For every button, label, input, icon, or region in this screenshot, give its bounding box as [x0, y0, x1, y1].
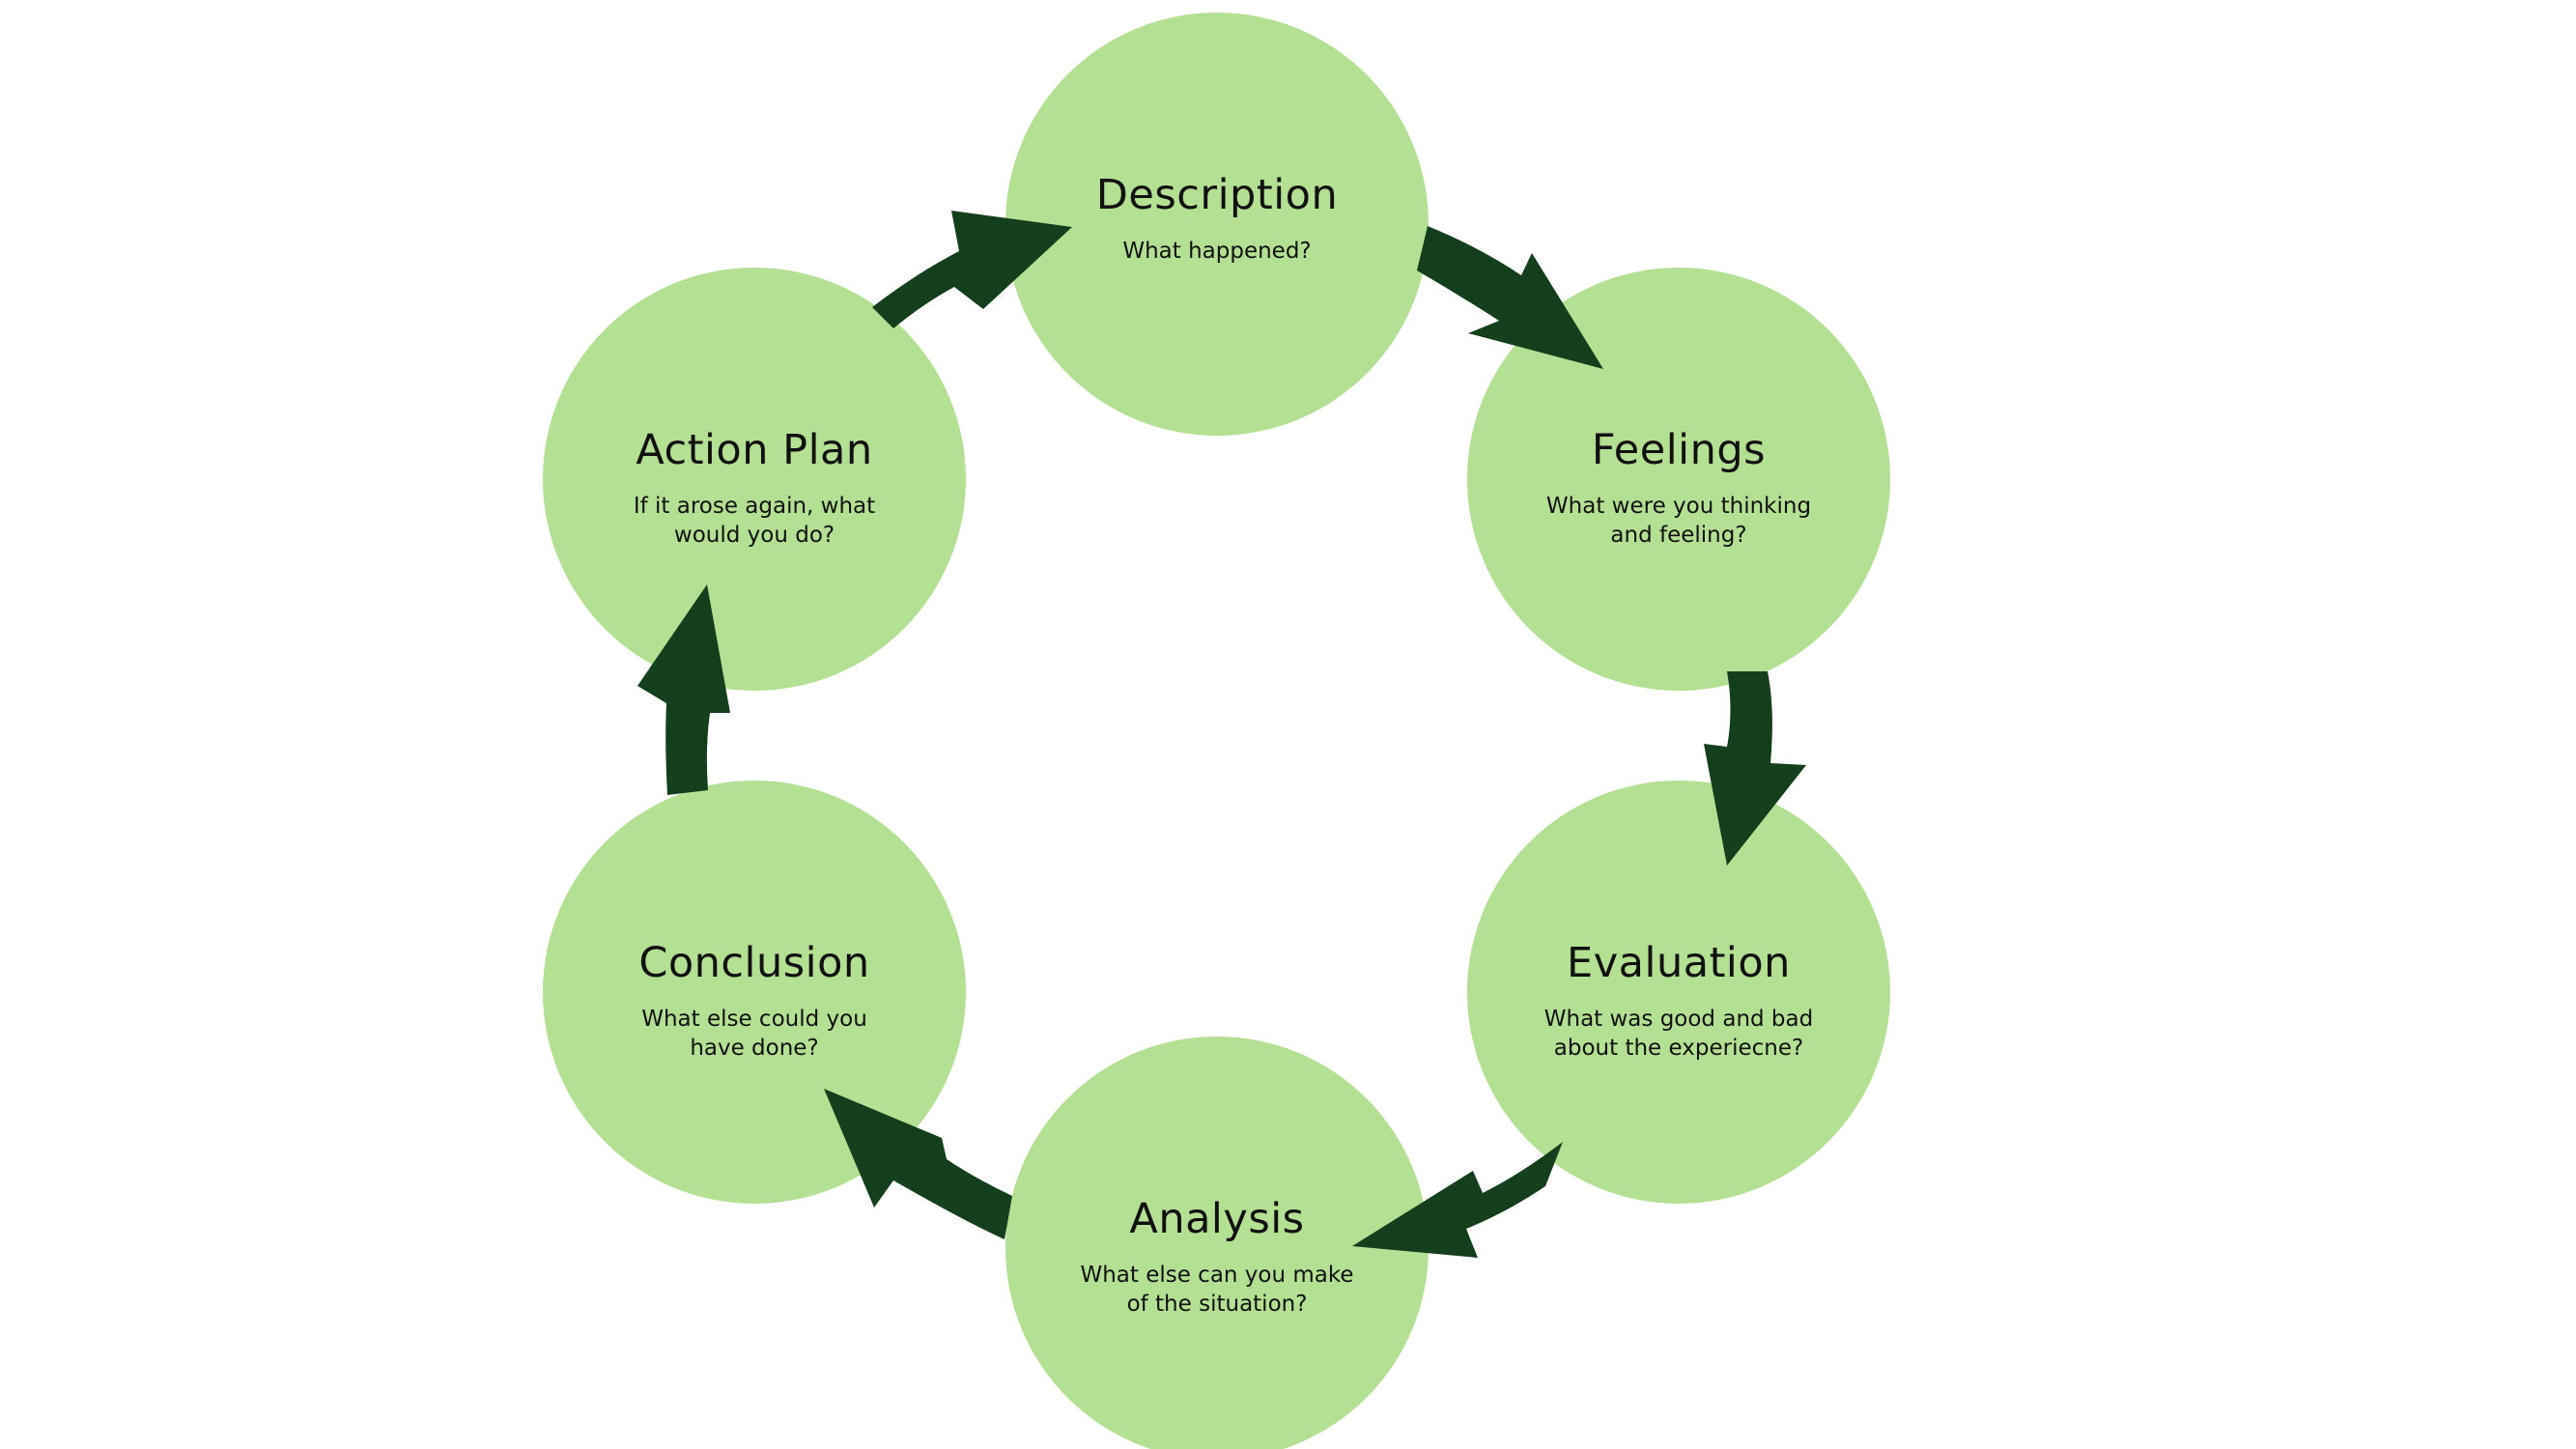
stage-desc-line: What happened?	[1122, 239, 1312, 264]
stage-description-text: What was good and bad about the experiec…	[1525, 1005, 1832, 1063]
stage-title: Evaluation	[1567, 939, 1791, 987]
stage-title: Action Plan	[636, 426, 873, 474]
stage-action-plan: Action Plan If it arose again, what woul…	[543, 268, 966, 691]
arrow-description-to-feelings	[1417, 226, 1603, 369]
stage-desc-line: What was good and bad	[1543, 1007, 1814, 1032]
stage-description-text: What were you thinking and feeling?	[1525, 492, 1832, 550]
arrow-feelings-to-evaluation	[1704, 671, 1806, 866]
stage-description: Description What happened?	[1005, 13, 1429, 436]
arrow-analysis-to-conclusion	[824, 1089, 1012, 1239]
stage-title: Conclusion	[638, 939, 870, 987]
stage-description-text: What else can you make of the situation?	[1063, 1261, 1371, 1319]
stage-desc-line: about the experiecne?	[1553, 1036, 1804, 1061]
stage-desc-line: If it arose again, what	[633, 494, 876, 519]
stage-title: Description	[1095, 171, 1339, 219]
stage-description-text: What else could you have done?	[601, 1005, 908, 1063]
stage-title: Analysis	[1129, 1195, 1305, 1243]
arrow-evaluation-to-analysis	[1352, 1142, 1563, 1258]
stage-desc-line: What else can you make	[1080, 1263, 1354, 1288]
stage-description-text: If it arose again, what would you do?	[601, 492, 908, 550]
stage-desc-line: would you do?	[673, 523, 835, 548]
stage-desc-line: have done?	[690, 1036, 819, 1061]
stage-description-text: What happened?	[1063, 237, 1371, 266]
arrow-actionplan-to-description	[872, 211, 1072, 328]
arrow-conclusion-to-actionplan	[637, 584, 730, 795]
stage-evaluation: Evaluation What was good and bad about t…	[1467, 781, 1890, 1204]
stage-title: Feelings	[1591, 426, 1767, 474]
stage-desc-line: What were you thinking	[1545, 494, 1812, 519]
stage-desc-line: What else could you	[641, 1007, 867, 1032]
stage-desc-line: of the situation?	[1126, 1292, 1308, 1317]
stage-desc-line: and feeling?	[1610, 523, 1747, 548]
